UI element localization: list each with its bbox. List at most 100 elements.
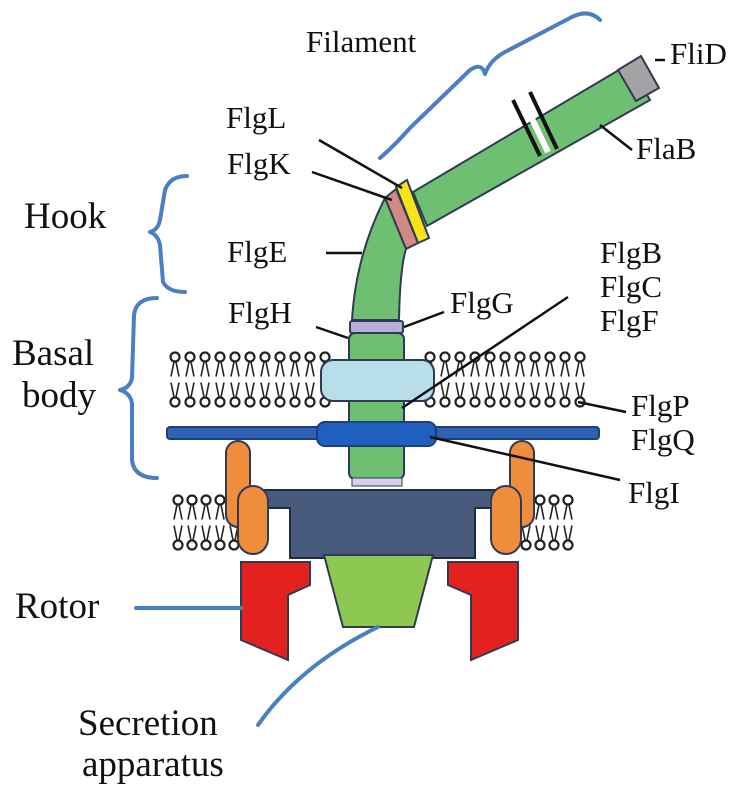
label-flgh: FlgH	[228, 295, 292, 330]
outer-membrane-left-lipid-head	[289, 351, 301, 363]
inner-membrane-left-lipid-head	[228, 539, 240, 551]
hook-flge	[350, 195, 408, 321]
outer-membrane-left-lipid-head	[214, 396, 226, 408]
flgp-flgq-pointer	[577, 400, 627, 414]
stator-right-lower	[490, 485, 522, 555]
outer-membrane-left-lipid-head	[229, 351, 241, 363]
label-flab: FlaB	[636, 131, 696, 166]
outer-membrane-right-lipid-head	[499, 396, 511, 408]
outer-membrane-left-lipid-head	[304, 396, 316, 408]
outer-membrane-right-lipid-head	[499, 351, 511, 363]
outer-membrane-right-lipid-head	[454, 396, 466, 408]
outer-membrane-right-lipid-head	[424, 351, 436, 363]
secretion-pointer	[256, 625, 380, 727]
stators	[225, 440, 535, 555]
brackets	[118, 11, 602, 480]
basal-body-bracket	[118, 296, 159, 480]
label-hook: Hook	[24, 196, 107, 237]
rotor-right	[447, 561, 519, 662]
rod-proximal-flgb-flgc-flgf	[348, 332, 405, 480]
inner-membrane-right-lipid-head	[548, 539, 560, 551]
stator-left-lower	[237, 485, 269, 555]
rotor-left	[240, 561, 311, 662]
outer-membrane-right-lipid-head	[439, 351, 451, 363]
outer-membrane-left-lipid-head	[259, 396, 271, 408]
inner-membrane-right-lipid-head	[562, 539, 574, 551]
flid-cap	[616, 54, 661, 103]
outer-membrane-right-lipid-head	[529, 351, 541, 363]
outer-membrane-left-lipid-head	[289, 396, 301, 408]
outer-membrane-left-lipid-head	[274, 351, 286, 363]
filament-break-gap	[518, 94, 551, 154]
inner-membrane-right-lipid-head	[534, 494, 546, 506]
outer-membrane-right-lipid-head	[484, 351, 496, 363]
label-flgc: FlgC	[600, 269, 662, 304]
label-flge: FlgE	[227, 234, 287, 269]
outer-membrane-left-lipid-head	[274, 396, 286, 408]
ms-ring-cap	[351, 477, 403, 487]
flgbcf-pointer	[401, 295, 569, 410]
inner-membrane-right-lipid-head	[520, 539, 532, 551]
inner-membrane-left-lipid-head	[172, 494, 184, 506]
outer-membrane-right-lipid-head	[439, 396, 451, 408]
filament	[383, 54, 661, 251]
membranes	[169, 351, 586, 551]
outer-membrane-left-lipid-head	[169, 396, 181, 408]
flgh-pointer	[315, 325, 349, 340]
flgl-pointer	[318, 138, 403, 190]
filament-bracket	[378, 11, 602, 160]
label-body: body	[22, 375, 97, 416]
secretion-apparatus	[322, 554, 435, 628]
outer-membrane-right-lipid-head	[469, 396, 481, 408]
inner-membrane-left-lipid-head	[186, 494, 198, 506]
inner-membrane-right-lipid-head	[548, 494, 560, 506]
outer-membrane-right-lipid-head	[544, 351, 556, 363]
inner-membrane-left-lipid-head	[214, 494, 226, 506]
inner-membrane-left-lipid-head	[200, 494, 212, 506]
label-flgl: FlgL	[226, 100, 286, 135]
label-flgp: FlgP	[631, 388, 690, 423]
outer-membrane-right-lipid-head	[574, 351, 586, 363]
flgg-rod-ring	[349, 320, 404, 334]
outer-membrane-left-lipid-head	[184, 351, 196, 363]
bracket-pointers	[134, 606, 380, 727]
outer-membrane-right-lipid-head	[559, 351, 571, 363]
label-flgi: FlgI	[628, 475, 680, 510]
flgg-pointer	[403, 310, 445, 329]
hook-bracket	[148, 174, 189, 294]
label-basal: Basal	[12, 333, 94, 374]
label-flgg: FlgG	[450, 285, 514, 320]
outer-membrane-right-lipid-head	[514, 351, 526, 363]
label-apparatus: apparatus	[82, 744, 224, 785]
label-flgb: FlgB	[600, 235, 662, 270]
outer-membrane-left-lipid-head	[319, 351, 331, 363]
outer-membrane-right-lipid-head	[544, 396, 556, 408]
label-flgk: FlgK	[227, 146, 291, 181]
outer-membrane-left-lipid-head	[259, 351, 271, 363]
outer-membrane-left-lipid-head	[169, 351, 181, 363]
label-flid: FliD	[670, 36, 727, 71]
outer-membrane-left-lipid-head	[244, 396, 256, 408]
inner-membrane-right-lipid-head	[534, 539, 546, 551]
outer-membrane-right-lipid-head	[484, 396, 496, 408]
label-rotor: Rotor	[15, 586, 99, 627]
flab-pointer	[599, 124, 633, 151]
flgi-pointer	[429, 435, 621, 482]
filament-break-line-1	[511, 99, 542, 157]
outer-membrane-left-lipid-head	[244, 351, 256, 363]
outer-membrane-left-lipid-head	[214, 351, 226, 363]
inner-membrane-left-lipid-head	[200, 539, 212, 551]
inner-membrane-left-lipid-head	[214, 539, 226, 551]
filament-break-line-2	[528, 91, 559, 150]
p-ring-flgi	[316, 421, 437, 447]
outer-membrane-left-lipid-head	[199, 351, 211, 363]
pointer-lines	[311, 58, 665, 482]
outer-membrane-right-lipid-head	[559, 396, 571, 408]
label-flgf: FlgF	[600, 303, 659, 338]
label-secretion: Secretion	[78, 703, 218, 744]
l-ring-flgh	[320, 359, 435, 402]
inner-membrane-left-lipid-head	[172, 539, 184, 551]
inner-membrane-right-lipid-head	[562, 494, 574, 506]
